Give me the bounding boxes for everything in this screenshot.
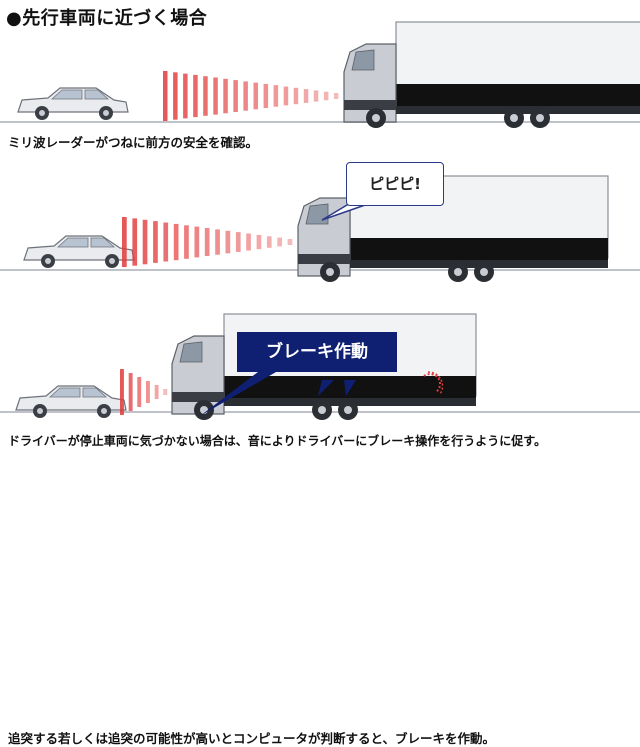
radar-wave-icon <box>163 71 339 121</box>
truck-icon <box>297 175 609 282</box>
car-icon <box>23 235 135 268</box>
caption-1: ミリ波レーダーがつねに前方の安全を確認。 <box>8 135 259 150</box>
truck-icon <box>343 21 640 128</box>
caption-2: ドライバーが停止車両に気づかない場合は、音によりドライバーにブレーキ操作を行うよ… <box>8 434 547 448</box>
scene-1 <box>0 21 640 128</box>
callout-tail-rear-axle-1 <box>318 380 334 396</box>
page-title: ●先行車両に近づく場合 <box>6 8 208 29</box>
callout-tail-front-wheel <box>200 372 276 416</box>
panel-auto-brake: 追突する若しくは追突の可能性が高いとコンピュータが判断すると、ブレーキを作動。 <box>0 300 640 746</box>
caption-3: 追突する若しくは追突の可能性が高いとコンピュータが判断すると、ブレーキを作動。 <box>8 731 496 746</box>
radar-wave-icon <box>122 217 293 267</box>
panel-radar-monitoring: ミリ波レーダーがつねに前方の安全を確認。 <box>0 0 640 150</box>
car-icon <box>15 385 127 418</box>
radar-wave-icon <box>120 369 168 415</box>
brake-activated-callout: ブレーキ作動 <box>237 332 397 372</box>
panel-audible-warning: ドライバーが停止車両に気づかない場合は、音によりドライバーにブレーキ操作を行うよ… <box>0 150 640 448</box>
warning-sound-bubble: ピピピ! <box>346 162 444 206</box>
scene-3 <box>0 313 640 420</box>
callout-tail-rear-axle-2 <box>344 380 356 396</box>
car-icon <box>17 87 129 120</box>
scene-2 <box>0 175 640 282</box>
